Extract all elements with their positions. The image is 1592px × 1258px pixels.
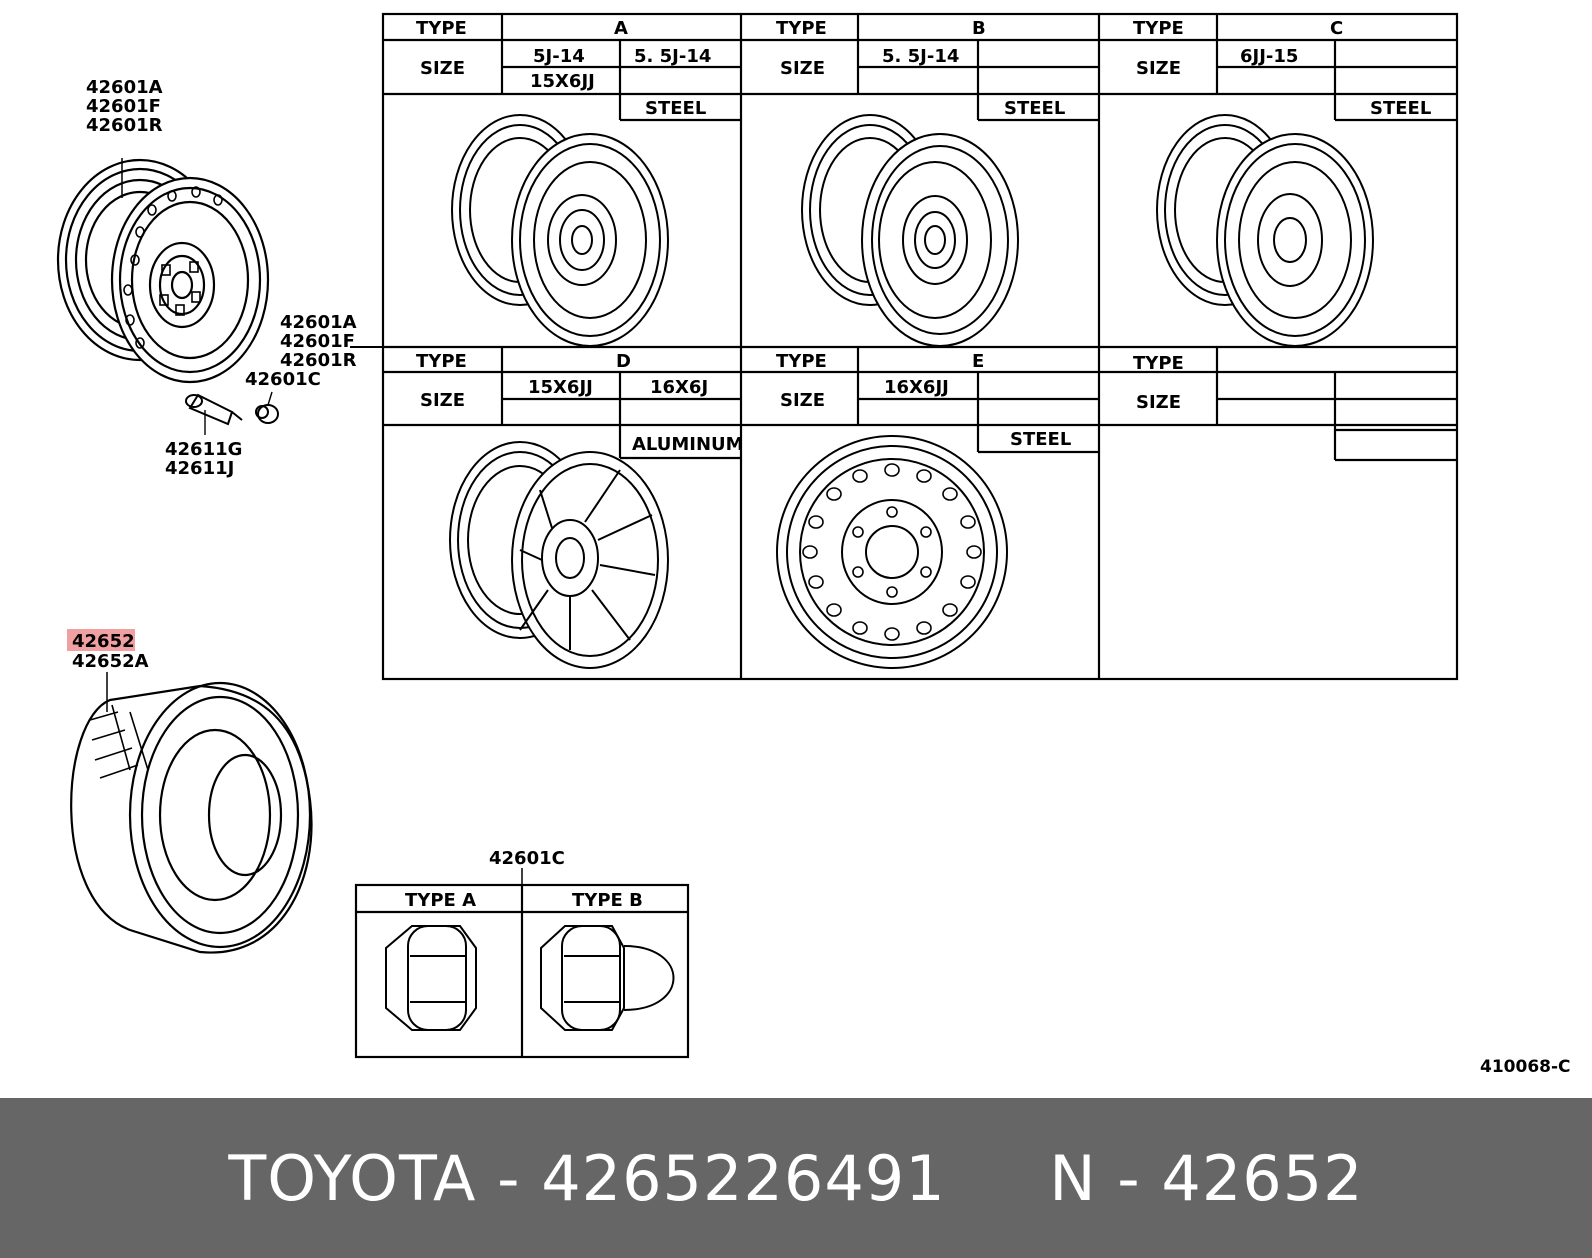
type-label-a: TYPE [416, 18, 467, 39]
size-a-3: 15X6JJ [530, 71, 595, 92]
type-letter-a: A [614, 18, 628, 39]
nut-type-table [354, 883, 690, 1059]
drawing-number: 410068-C [1480, 1057, 1571, 1077]
wheel-drawing [56, 158, 270, 384]
material-e: STEEL [1010, 429, 1071, 450]
tire-drawing [70, 672, 313, 954]
size-a-1: 5J-14 [533, 46, 585, 67]
material-d: ALUMINUM [632, 434, 744, 455]
callout-42652: 42652 [72, 631, 135, 652]
type-letter-e: E [972, 351, 984, 372]
callout-42601F-right: 42601F [280, 331, 355, 352]
wheel-e-drawing [776, 435, 1008, 669]
size-e-1: 16X6JJ [884, 377, 949, 398]
wheel-a-drawing [451, 114, 669, 347]
size-d-2: 16X6J [650, 377, 708, 398]
callout-42601R-right: 42601R [280, 350, 357, 371]
type-label-d: TYPE [416, 351, 467, 372]
size-label-f: SIZE [1136, 392, 1181, 413]
nut-type-b-drawing [540, 925, 675, 1031]
callout-42601C: 42601C [245, 369, 321, 390]
wheel-b-drawing [801, 114, 1019, 347]
footer-bar: TOYOTA - 4265226491 N - 42652 [0, 1098, 1592, 1258]
nut-type-a-drawing [385, 925, 477, 1031]
callout-42601C-table: 42601C [489, 848, 565, 869]
callout-42601R-left: 42601R [86, 115, 163, 136]
type-label-e: TYPE [776, 351, 827, 372]
size-c-1: 6JJ-15 [1240, 46, 1298, 67]
type-label-b: TYPE [776, 18, 827, 39]
type-label-f: TYPE [1133, 353, 1184, 374]
material-c: STEEL [1370, 98, 1431, 119]
size-b-1: 5. 5J-14 [882, 46, 959, 67]
wheel-d-drawing [449, 441, 669, 669]
nut-type-a-label: TYPE A [405, 890, 476, 911]
callout-42601F-left: 42601F [86, 96, 161, 117]
nut-type-b-label: TYPE B [572, 890, 643, 911]
material-a: STEEL [645, 98, 706, 119]
callout-42601A-right: 42601A [280, 312, 357, 333]
parts-diagram: 42601A 42601F 42601R 42601C 42611G 42611… [56, 12, 1571, 1077]
lug-nut-small-drawing [255, 391, 279, 424]
valve-stem-drawing [185, 393, 243, 435]
type-letter-c: C [1330, 18, 1343, 39]
size-label-d: SIZE [420, 390, 465, 411]
callout-42611G: 42611G [165, 439, 242, 460]
wheel-c-drawing [1156, 114, 1374, 347]
highlight-42652 [67, 629, 135, 651]
type-label-c: TYPE [1133, 18, 1184, 39]
size-label-b: SIZE [780, 58, 825, 79]
callout-42611J: 42611J [165, 458, 234, 479]
callout-42601A-left: 42601A [86, 77, 163, 98]
part-number-caption: TOYOTA - 4265226491 N - 42652 [228, 1141, 1364, 1215]
type-letter-b: B [972, 18, 986, 39]
size-label-a: SIZE [420, 58, 465, 79]
callout-42652A: 42652A [72, 651, 149, 672]
material-b: STEEL [1004, 98, 1065, 119]
wheel-type-table [381, 12, 1459, 681]
size-a-2: 5. 5J-14 [634, 46, 711, 67]
type-letter-d: D [616, 351, 631, 372]
size-label-c: SIZE [1136, 58, 1181, 79]
size-label-e: SIZE [780, 390, 825, 411]
size-d-1: 15X6JJ [528, 377, 593, 398]
